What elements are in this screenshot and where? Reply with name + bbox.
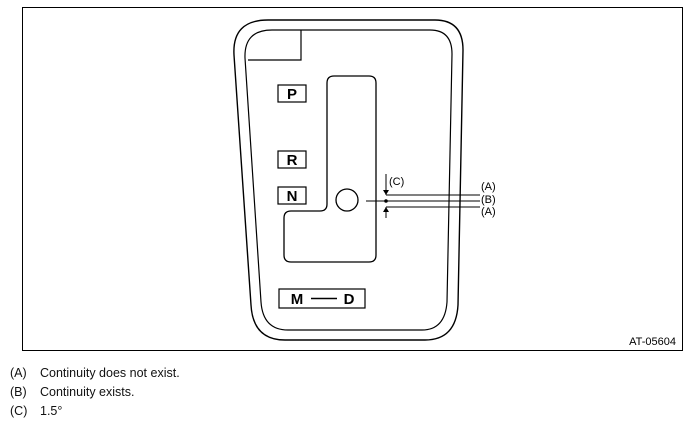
shift-panel-outer — [233, 19, 464, 341]
legend-key: (C) — [10, 404, 28, 418]
selector-gate-diagram: P R N M D (C) (A) (B) (A) AT-05604 — [22, 7, 683, 351]
legend-row-a: (A) Continuity does not exist. — [10, 364, 670, 383]
dim-c-upper-arrow — [383, 190, 389, 195]
shift-panel-inner — [244, 29, 453, 331]
gate-label-d: D — [344, 291, 355, 308]
gate-box-p — [277, 84, 307, 103]
figure-frame — [22, 7, 683, 351]
shift-gate-slot — [283, 75, 377, 263]
callout-a-bottom: (A) — [481, 206, 496, 218]
legend-row-c: (C) 1.5° — [10, 402, 670, 421]
dim-c-lower-arrow — [383, 207, 389, 212]
callout-b: (B) — [481, 194, 496, 206]
legend-text: 1.5° — [40, 404, 63, 418]
legend-row-b: (B) Continuity exists. — [10, 383, 670, 402]
legend-key: (B) — [10, 385, 27, 399]
gate-label-r: R — [287, 152, 298, 169]
dim-b-dot — [384, 199, 388, 203]
gate-box-r — [277, 150, 307, 169]
callout-c: (C) — [389, 176, 404, 188]
legend-text: Continuity exists. — [40, 385, 135, 399]
callout-a-top: (A) — [481, 181, 496, 193]
gate-label-m: M — [291, 291, 304, 308]
gate-box-n — [277, 186, 307, 205]
legend-key: (A) — [10, 366, 27, 380]
legend: (A) Continuity does not exist. (B) Conti… — [10, 364, 670, 421]
panel-corner-notch — [248, 30, 302, 61]
figure-id: AT-05604 — [629, 336, 676, 348]
lever-knob — [335, 188, 359, 212]
gate-label-p: P — [287, 86, 297, 103]
gate-label-n: N — [287, 188, 298, 205]
legend-text: Continuity does not exist. — [40, 366, 180, 380]
